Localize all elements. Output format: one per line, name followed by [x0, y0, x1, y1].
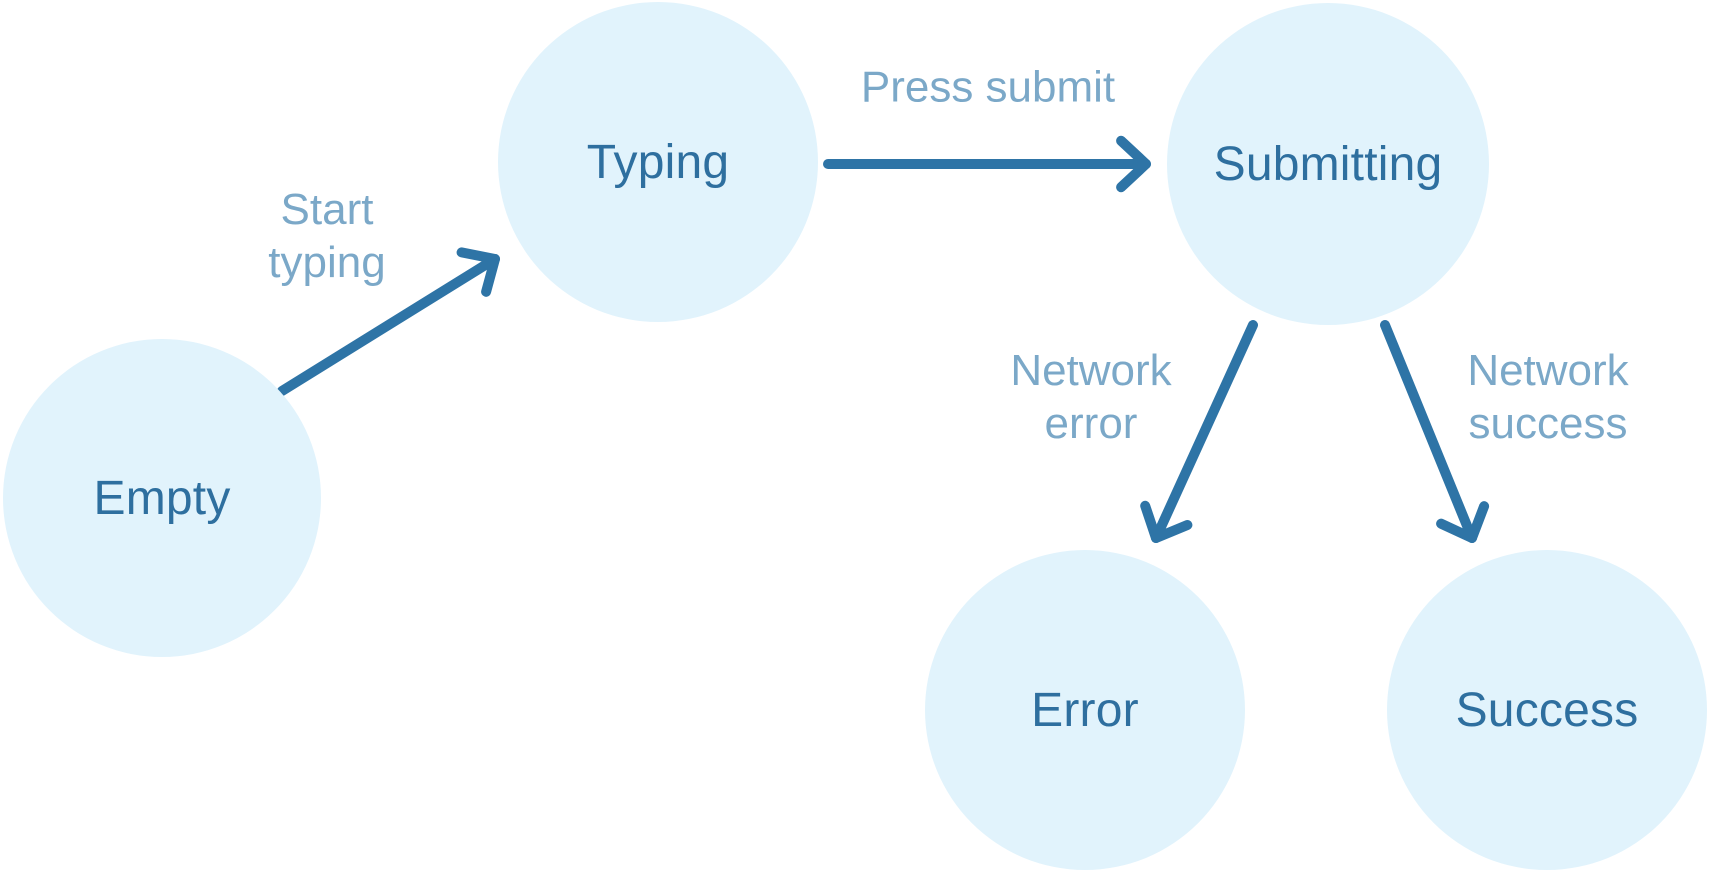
arrowhead-icon	[1116, 135, 1151, 193]
state-node-success[interactable]: Success	[1387, 550, 1707, 870]
transition-label-line: Network	[1467, 346, 1629, 395]
transition-label-network-success[interactable]: Network success	[1467, 344, 1628, 450]
transition-label-line: success	[1468, 399, 1628, 448]
state-node-empty[interactable]: Empty	[3, 339, 321, 657]
arrowhead-icon	[1436, 501, 1490, 543]
state-node-label: Typing	[586, 135, 730, 189]
transition-arrow-submitting-to-error[interactable]	[1140, 320, 1258, 543]
state-node-label: Empty	[93, 471, 231, 525]
transition-label-press-submit[interactable]: Press submit	[861, 61, 1115, 114]
transition-label-line: typing	[268, 238, 386, 287]
state-node-submitting[interactable]: Submitting	[1167, 3, 1489, 325]
arrow-shaft	[277, 254, 500, 396]
state-node-label: Error	[1031, 683, 1139, 737]
transition-arrow-empty-to-typing[interactable]	[277, 247, 500, 396]
arrowhead-icon	[456, 247, 500, 297]
arrow-shaft	[1380, 320, 1477, 543]
state-node-label: Success	[1455, 683, 1639, 737]
transition-label-line: Start	[280, 185, 374, 234]
transition-label-line: error	[1044, 399, 1138, 448]
state-node-typing[interactable]: Typing	[498, 2, 818, 322]
transition-label-start-typing[interactable]: Start typing	[268, 183, 385, 289]
transition-label-line: Network	[1010, 346, 1172, 395]
transition-arrow-typing-to-submitting[interactable]	[823, 135, 1151, 193]
state-node-label: Submitting	[1213, 137, 1443, 191]
transition-arrow-submitting-to-success[interactable]	[1380, 320, 1490, 543]
arrowhead-icon	[1140, 500, 1193, 543]
state-node-error[interactable]: Error	[925, 550, 1245, 870]
arrow-shaft	[1151, 320, 1258, 543]
transition-label-network-error[interactable]: Network error	[1010, 344, 1171, 450]
transition-label-line: Press submit	[860, 62, 1116, 112]
